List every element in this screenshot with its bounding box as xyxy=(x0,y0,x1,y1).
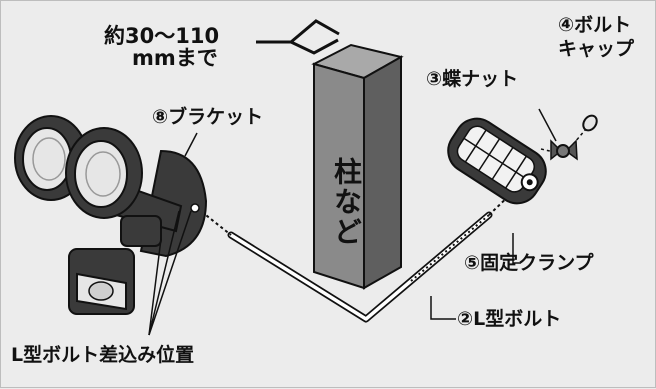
insert-position-label: L型ボルト差込み位置 xyxy=(11,344,195,366)
post xyxy=(311,43,404,290)
bolt-cap-label-line1: ④ボルト xyxy=(558,14,632,36)
wing-nut-label: ③蝶ナット xyxy=(426,68,519,90)
l-bolt xyxy=(227,211,493,323)
bracket-label: ⑧ブラケット xyxy=(152,106,264,128)
cap-guide-line xyxy=(568,128,587,150)
gap-range-label-line1: 約30〜110 xyxy=(104,24,220,48)
gap-range-label-line2: mmまで xyxy=(132,46,218,70)
l-bolt-label: ②L型ボルト xyxy=(457,308,562,330)
gap-dimension-marker xyxy=(256,19,340,55)
bolt-cap-icon xyxy=(582,114,598,132)
light-fixture xyxy=(14,115,208,315)
leader-lines xyxy=(148,108,557,336)
clamp-label: ⑤固定クランプ xyxy=(464,252,594,274)
nut-guide-line xyxy=(540,148,555,153)
post-label: 柱など xyxy=(330,157,363,247)
fixing-clamp xyxy=(447,117,547,205)
wing-nut-icon xyxy=(550,139,578,161)
bolt-cap-label-line2: キャップ xyxy=(558,38,635,60)
